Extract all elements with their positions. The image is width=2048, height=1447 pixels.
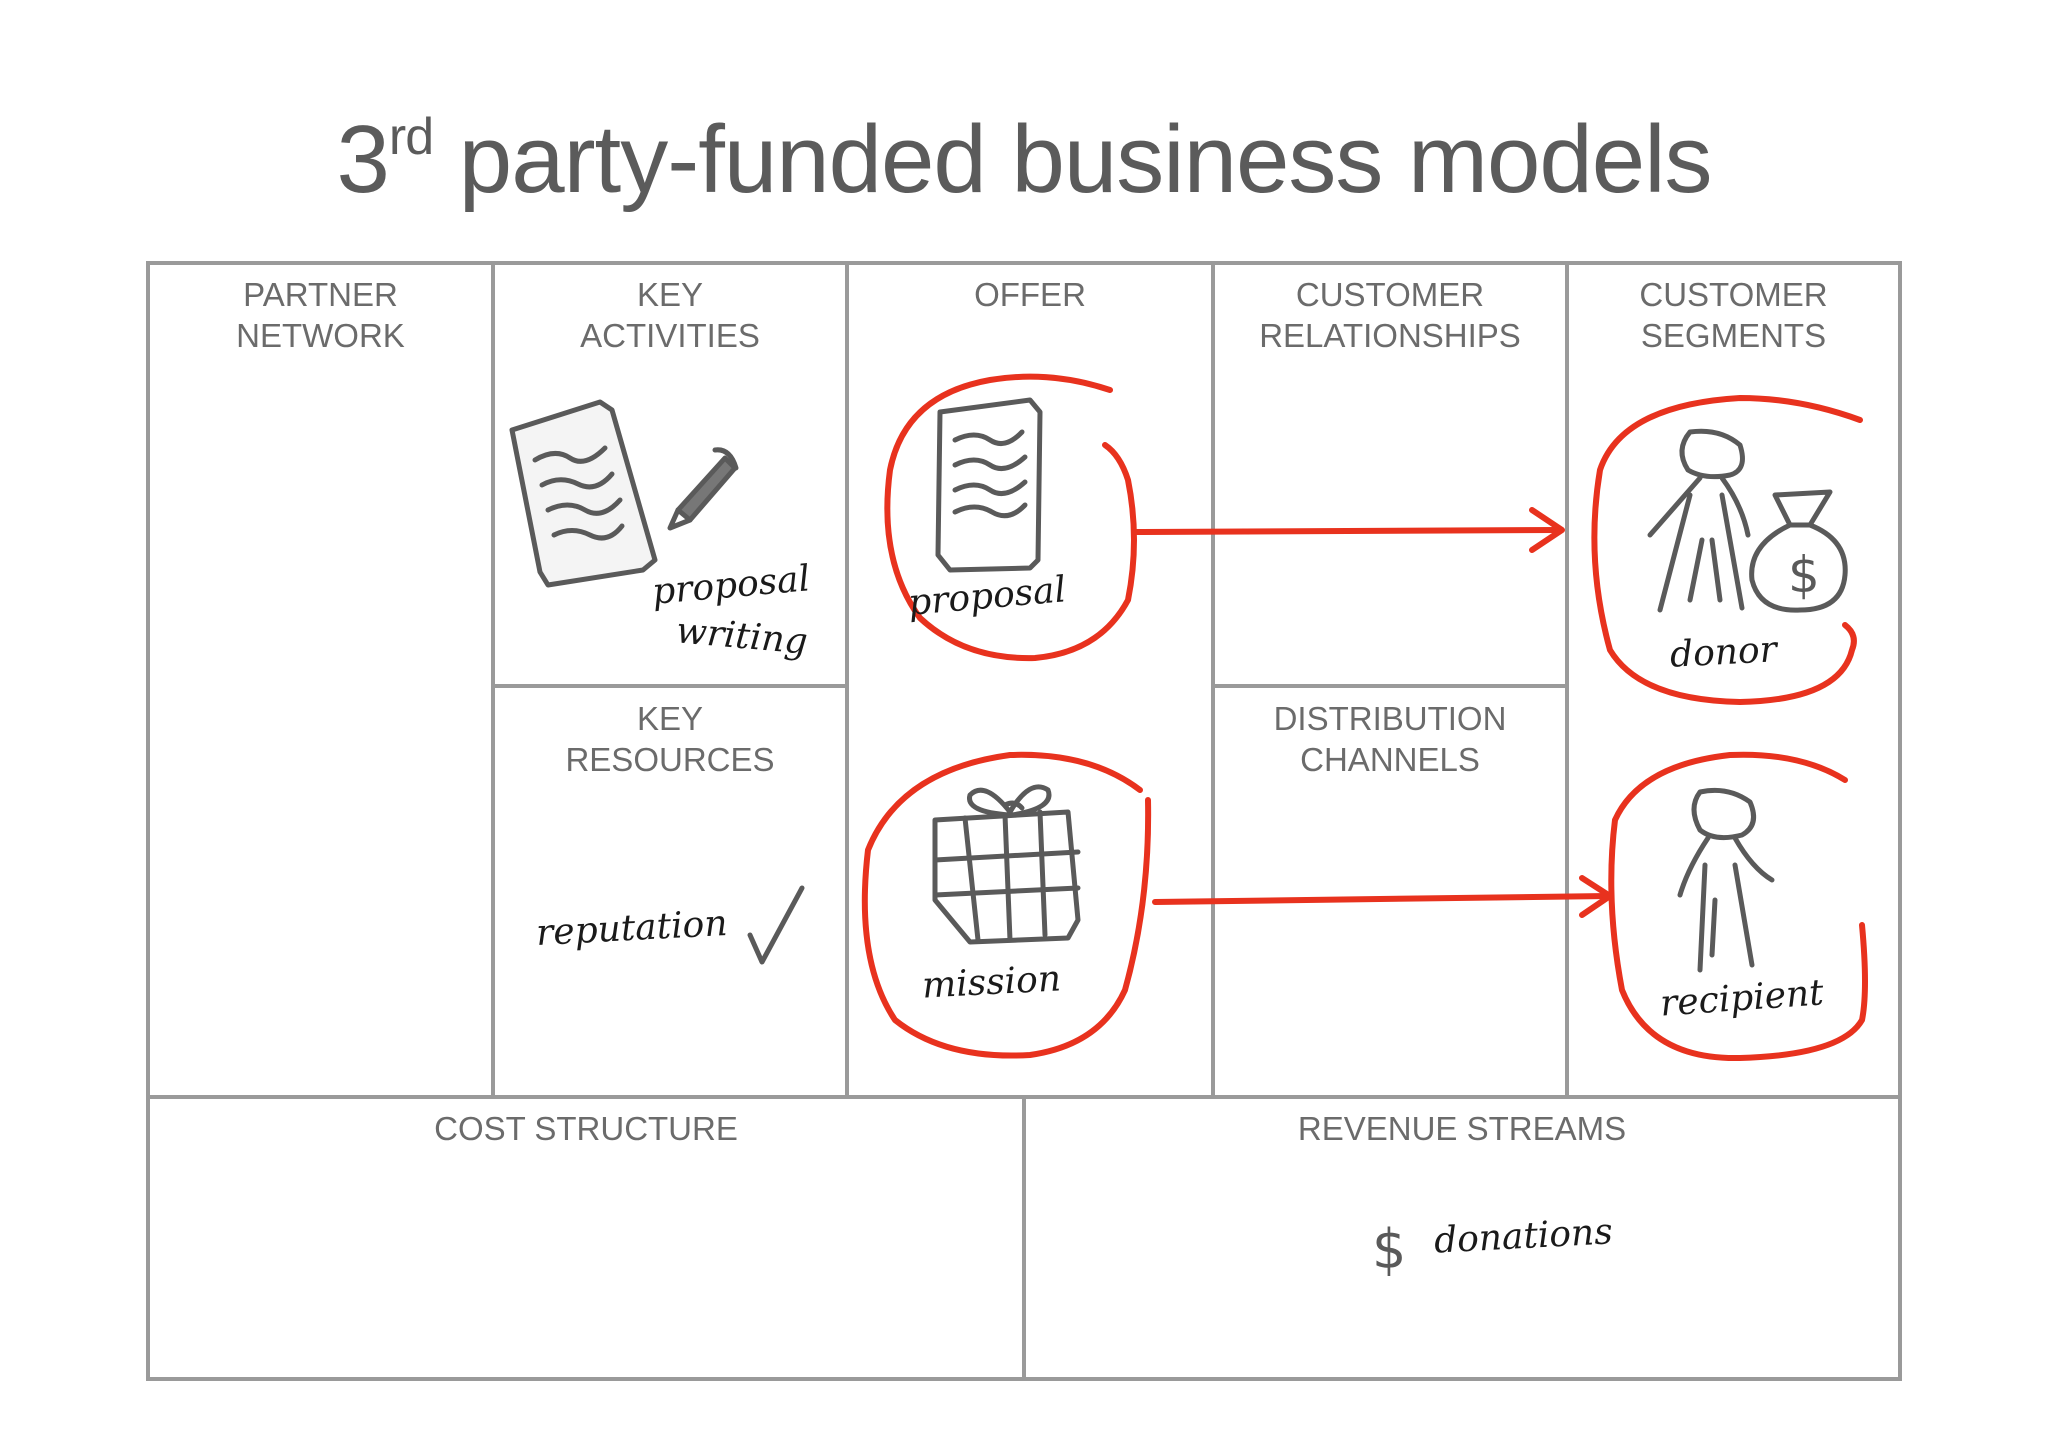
person-icon <box>1650 431 1748 610</box>
person-icon <box>1680 790 1772 970</box>
note-donor: donor <box>1669 629 1778 676</box>
arrow-icon <box>1155 878 1610 915</box>
checkmark-icon <box>750 888 802 962</box>
dollar-icon: $ <box>1372 1218 1406 1281</box>
gift-icon <box>935 787 1078 942</box>
dollar-icon: $ <box>1788 546 1820 604</box>
arrow-icon <box>1135 510 1562 550</box>
document-icon <box>512 402 655 585</box>
money-bag-icon: $ <box>1752 492 1846 610</box>
note-mission: mission <box>921 958 1062 1006</box>
document-icon <box>938 400 1040 570</box>
pen-icon <box>670 450 736 528</box>
